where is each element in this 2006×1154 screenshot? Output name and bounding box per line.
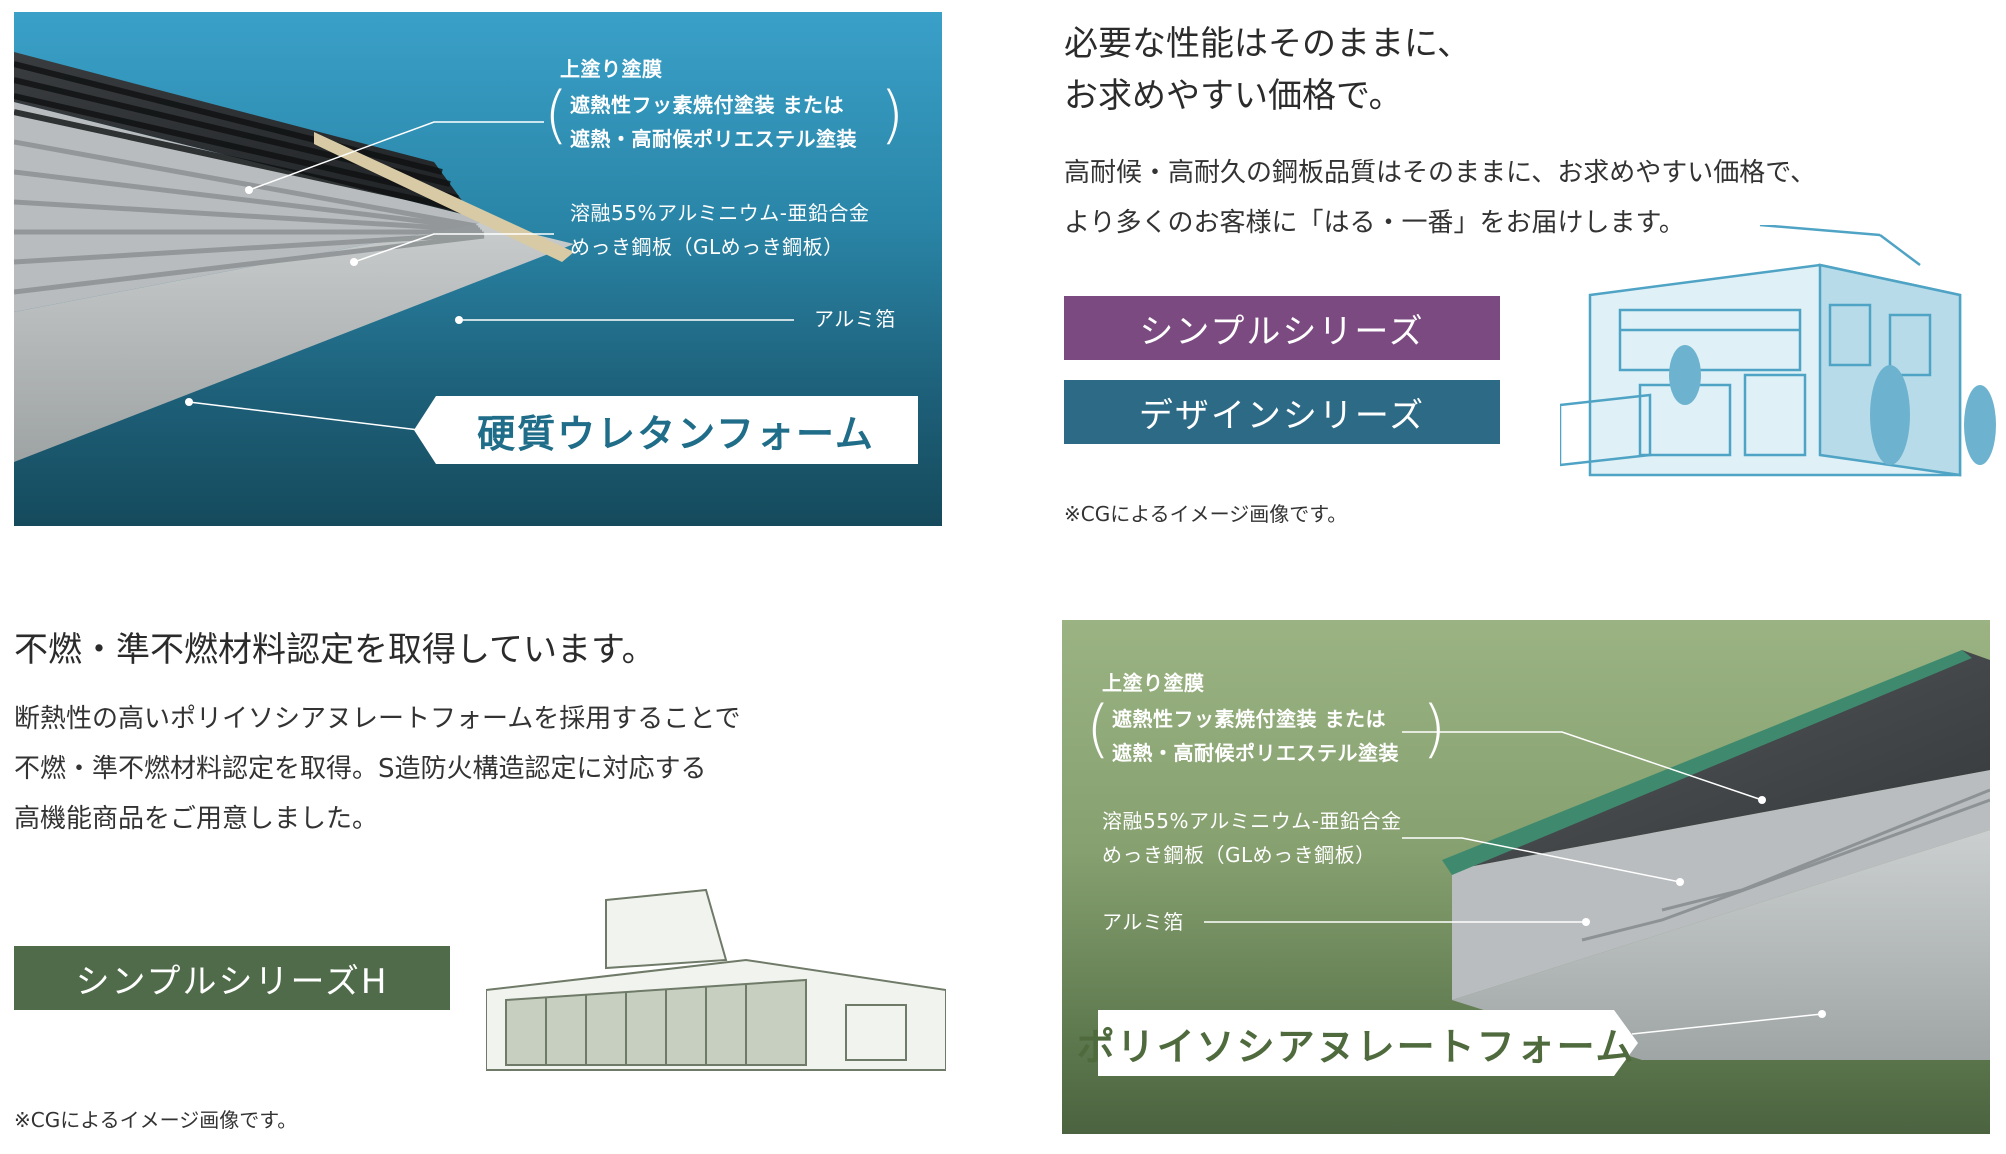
- simple-series-h-label: シンプルシリーズH: [75, 961, 389, 1002]
- design-series-label: デザインシリーズ: [1138, 395, 1426, 436]
- house-illustration: [1560, 225, 1996, 477]
- left-parenthesis: (: [544, 78, 569, 151]
- top-coat-label: 上塗り塗膜: [560, 57, 663, 81]
- simple-series-badge: シンプルシリーズ: [1064, 296, 1500, 360]
- polyisocyanurate-foam-tag-text: ポリイソシアヌレートフォーム: [1076, 1024, 1636, 1069]
- rigid-urethane-foam-tag: 硬質ウレタンフォーム: [436, 396, 916, 464]
- simple-body-line-2: より多くのお客様に「はる・一番」をお届けします。: [1064, 208, 1685, 238]
- urethane-panel-graphic: [14, 52, 794, 462]
- coat-option-1: 遮熱性フッ素焼付塗装 または: [570, 93, 844, 117]
- fireproof-body-line-3: 高機能商品をご用意しました。: [14, 804, 379, 834]
- iso-top-coat-label: 上塗り塗膜: [1102, 671, 1205, 695]
- cg-image-note: ※CGによるイメージ画像です。: [1064, 502, 1348, 526]
- steel-sheet-label-2: めっき鋼板（GLめっき鋼板）: [570, 235, 844, 259]
- fireproof-body-line-2: 不燃・準不燃材料認定を取得。S造防火構造認定に対応する: [14, 754, 707, 784]
- coat-option-2: 遮熱・高耐候ポリエステル塗装: [570, 127, 857, 151]
- simple-heading-line-2: お求めやすい価格で。: [1064, 76, 1403, 116]
- foam-tag-shape: [414, 396, 918, 464]
- iso-coat-option-1: 遮熱性フッ素焼付塗装 または: [1112, 707, 1386, 731]
- iso-foam-tag-shape: [1098, 1010, 1638, 1076]
- iso-coat-option-2: 遮熱・高耐候ポリエステル塗装: [1112, 741, 1399, 765]
- polyisocyanurate-panel-illustration: 上塗り塗膜 ( 遮熱性フッ素焼付塗装 または 遮熱・高耐候ポリエステル塗装 ) …: [1062, 620, 1990, 1134]
- iso-right-parenthesis: ): [1422, 692, 1447, 765]
- iso-steel-sheet-label-2: めっき鋼板（GLめっき鋼板）: [1102, 843, 1376, 867]
- iso-steel-sheet-label-1: 溶融55%アルミニウム-亜鉛合金: [1102, 809, 1402, 833]
- simple-series-label: シンプルシリーズ: [1139, 311, 1425, 352]
- simple-body-line-1: 高耐候・高耐久の鋼板品質はそのままに、お求めやすい価格で、: [1064, 158, 1817, 188]
- right-parenthesis: ): [880, 78, 905, 151]
- iso-left-parenthesis: (: [1086, 692, 1111, 765]
- iso-aluminum-foil-label: アルミ箔: [1102, 910, 1184, 934]
- aluminum-foil-label: アルミ箔: [814, 307, 896, 331]
- polyisocyanurate-panel-graphic: [1204, 650, 1990, 1060]
- fireproof-body-line-1: 断熱性の高いポリイソシアヌレートフォームを採用することで: [14, 704, 741, 734]
- steel-sheet-label-1: 溶融55%アルミニウム-亜鉛合金: [570, 201, 870, 225]
- building-illustration: [486, 888, 946, 1071]
- simple-heading-line-1: 必要な性能はそのままに、: [1064, 24, 1471, 64]
- design-series-badge: デザインシリーズ: [1064, 380, 1500, 444]
- simple-series-h-badge: シンプルシリーズH: [14, 946, 450, 1010]
- urethane-panel-illustration: 上塗り塗膜 ( 遮熱性フッ素焼付塗装 または 遮熱・高耐候ポリエステル塗装 ) …: [14, 12, 942, 526]
- fireproof-heading: 不燃・準不燃材料認定を取得しています。: [14, 630, 656, 670]
- cg-image-note-2: ※CGによるイメージ画像です。: [14, 1108, 298, 1132]
- rigid-urethane-foam-tag-text: 硬質ウレタンフォーム: [477, 411, 875, 456]
- polyisocyanurate-foam-tag: ポリイソシアヌレートフォーム: [1077, 1010, 1634, 1076]
